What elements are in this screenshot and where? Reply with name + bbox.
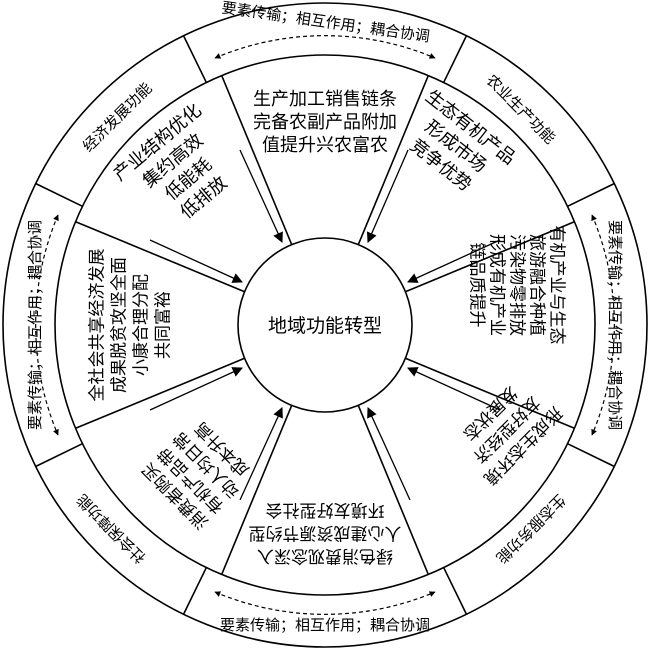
sector-text-line: 链品质提升	[467, 243, 487, 328]
link-label-right: 要素传输；相互作用；耦合协调	[606, 220, 624, 430]
center-label: 地域功能转型	[268, 315, 382, 337]
inner-dividers	[75, 75, 575, 575]
center-circle	[237, 237, 413, 413]
sector-text-line: 全社会共享经济发展	[88, 249, 108, 402]
sector-text-line: 形成有机产业	[487, 234, 507, 336]
link-label-left: 要素传输；相互作用；耦合协调	[26, 220, 44, 430]
sector-text-line: 成果脱贫攻坚全面	[110, 257, 130, 393]
inner-text-left: 全社会共享经济发展成果脱贫攻坚全面小康合理分配共同富裕	[88, 249, 174, 402]
sector-text-line: 完备农副产品附加	[253, 112, 397, 133]
sector-text-line: 共同富裕	[154, 291, 174, 359]
sector-text-line: 值提升兴农富农	[262, 135, 388, 156]
link-label-bottom: 要素传输；相互作用；耦合协调	[220, 616, 430, 634]
sector-text-line: 生产加工销售链条	[253, 89, 397, 110]
outer-label-eco: 生态服务功能	[493, 491, 569, 567]
link-dashed-arrows	[35, 35, 615, 615]
link-label-top: 要素传输；相互作用；耦合协调	[220, 0, 430, 46]
outer-dividers	[35, 35, 615, 615]
sector-text-line: 污染物零排放	[507, 234, 527, 336]
sector-text-line: 小康合理分配	[132, 274, 152, 376]
sector-text-line: 有机产业与生态	[547, 226, 567, 345]
sector-text-line: 人心建成资源节约型	[249, 523, 402, 543]
sector-text-line: 环境友好型社会	[266, 500, 385, 520]
sector-text-line: 绿色消费观念深入	[257, 546, 393, 567]
outer-label-social: 社会保障功能	[73, 491, 149, 567]
sector-text-line: 旅游融合种植	[527, 234, 547, 336]
flow-arrows	[149, 149, 501, 501]
